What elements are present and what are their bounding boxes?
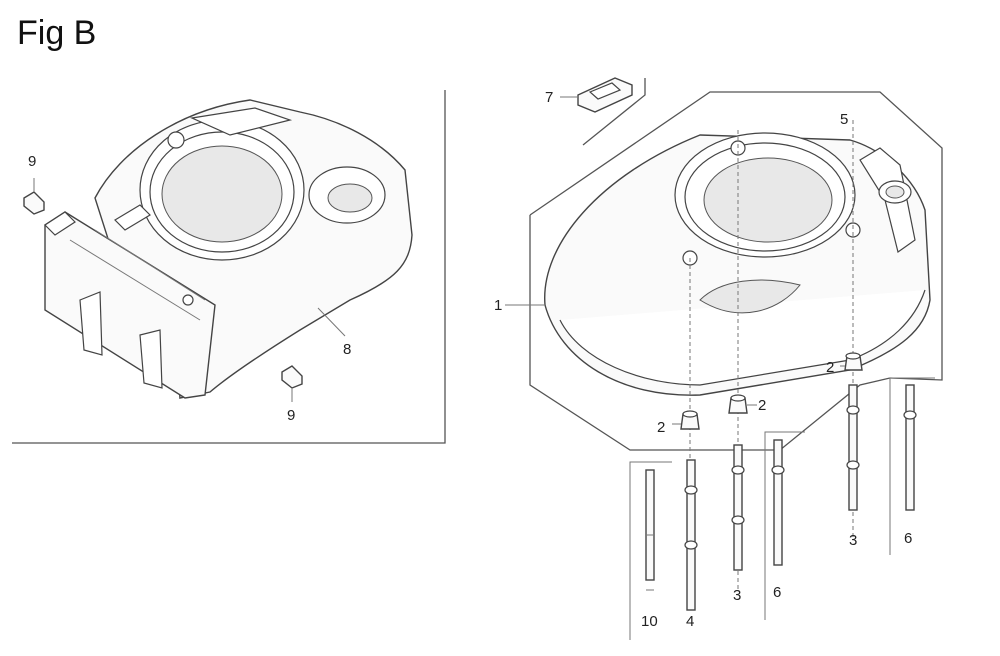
callout-part-9-bottom: 9 <box>287 407 295 424</box>
collar-part-2-left <box>672 410 700 430</box>
callout-part-3-right: 3 <box>849 532 857 549</box>
clip-part-9-top <box>23 178 45 215</box>
stud-part-6-mid <box>771 439 785 566</box>
blower-housing-part-8 <box>44 99 413 399</box>
stud-part-3-right <box>846 384 860 511</box>
callout-part-1: 1 <box>494 297 502 314</box>
callout-part-7: 7 <box>545 89 553 106</box>
bolt-frames <box>629 377 935 640</box>
callout-part-6-mid: 6 <box>773 584 781 601</box>
callout-part-4: 4 <box>686 613 694 630</box>
clip-part-7 <box>560 77 633 113</box>
callout-part-5: 5 <box>840 111 848 128</box>
collar-part-2-mid <box>728 394 757 414</box>
clip-part-9-bottom <box>281 365 303 402</box>
leader-part-8 <box>317 307 346 337</box>
stud-part-3-mid <box>731 444 745 571</box>
callout-part-9-top: 9 <box>28 153 36 170</box>
bolt-part-10 <box>645 469 655 591</box>
callout-part-6-right: 6 <box>904 530 912 547</box>
callout-part-3-mid: 3 <box>733 587 741 604</box>
callout-part-2-mid: 2 <box>758 397 766 414</box>
callout-part-2-left: 2 <box>657 419 665 436</box>
callout-part-10: 10 <box>641 613 658 630</box>
stud-part-6-right <box>903 384 917 511</box>
right-group-frame <box>529 78 943 451</box>
collar-part-2-right <box>840 352 863 371</box>
figure-title: Fig B <box>17 14 97 52</box>
stud-part-4 <box>684 459 698 611</box>
callout-part-8: 8 <box>343 341 351 358</box>
fan-cover-part-1 <box>505 132 931 396</box>
left-group-frame <box>12 90 446 444</box>
callout-part-2-right: 2 <box>826 359 834 376</box>
